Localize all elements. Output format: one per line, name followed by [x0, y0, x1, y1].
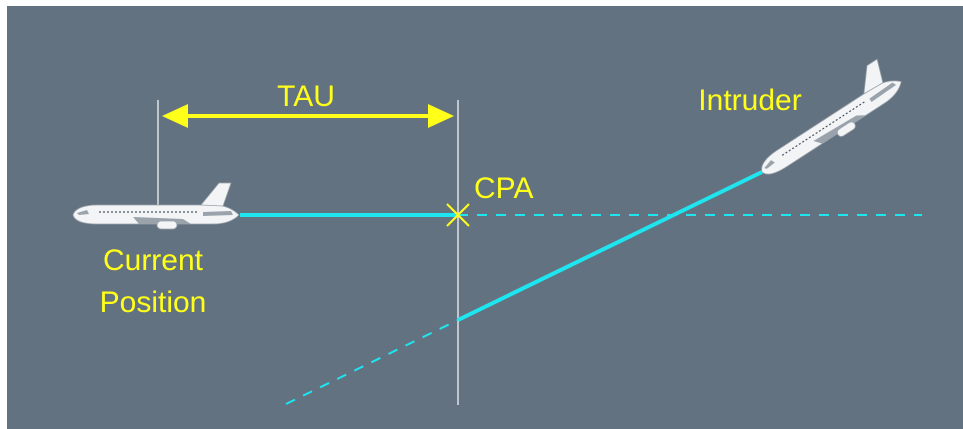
tau-label: TAU	[277, 80, 335, 113]
intruder-track-line	[457, 170, 763, 322]
tau-arrow-right-head	[428, 104, 454, 128]
current-position-label-line2: Position	[100, 286, 207, 319]
x-mark-icon	[446, 203, 470, 227]
intruder-label: Intruder	[698, 84, 801, 117]
intruder-track-extension	[285, 319, 459, 405]
tau-arrow	[162, 104, 454, 128]
cpa-label: CPA	[474, 172, 533, 205]
tau-arrow-left-head	[162, 104, 188, 128]
left-border	[0, 0, 7, 429]
top-border	[0, 0, 963, 6]
current-position-label-line1: Current	[103, 244, 204, 277]
